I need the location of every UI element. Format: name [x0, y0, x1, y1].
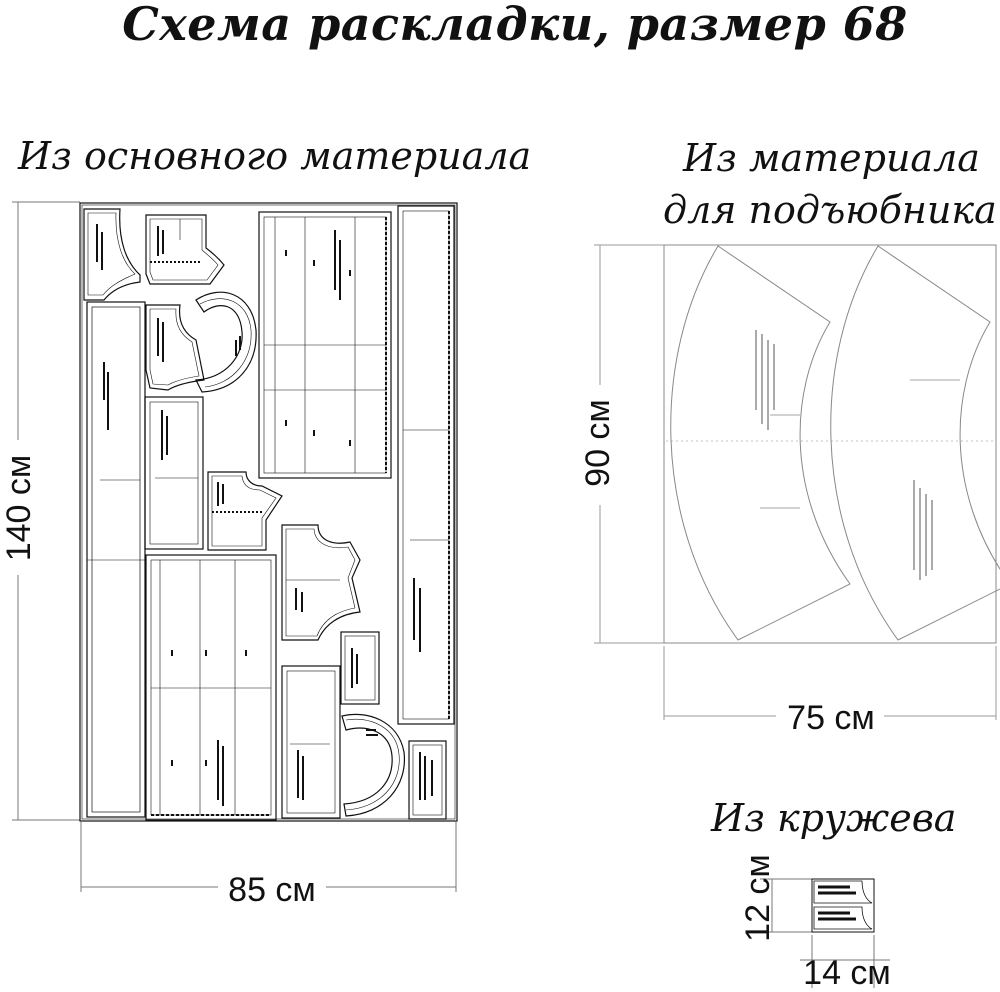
- lace-dimension-lines: [760, 878, 890, 988]
- lace-outline: [811, 878, 875, 933]
- pattern-piece-bodice-lace-middle: [207, 471, 283, 551]
- pattern-piece-skirt-panel-top: [258, 211, 392, 479]
- pattern-piece-bodice-front-large: [281, 524, 361, 641]
- pattern-piece-lace-lower: [813, 906, 873, 930]
- pattern-piece-small-rect-bottom-right: [408, 740, 447, 820]
- main-fabric-height-label: 140 см: [0, 454, 38, 562]
- lace-label: Из кружева: [711, 796, 957, 840]
- petticoat-fabric-label-line1: Из материала: [683, 136, 980, 180]
- pattern-piece-petticoat-left: [670, 245, 851, 641]
- pattern-piece-right-strip: [397, 205, 455, 725]
- pattern-piece-rect-bottom-middle: [281, 665, 341, 819]
- pattern-piece-lace-upper: [813, 880, 873, 904]
- main-fabric-label: Из основного материала: [18, 134, 532, 178]
- main-fabric-width-label: 85 см: [228, 871, 316, 909]
- pattern-piece-bodice-front-small: [83, 208, 141, 301]
- pattern-piece-sleeve: [145, 304, 205, 391]
- main-fabric-layout: [79, 202, 458, 822]
- petticoat-fabric-label-line2: для подъюбника: [663, 188, 997, 232]
- pattern-piece-left-strip: [86, 301, 146, 818]
- pattern-piece-small-rect-cuff: [340, 631, 380, 705]
- pattern-piece-collar-upper: [195, 291, 257, 393]
- lace-width-label: 14 см: [803, 954, 891, 992]
- page-title: Схема раскладки, размер 68: [122, 0, 908, 51]
- pattern-piece-collar-lower: [341, 713, 406, 817]
- lace-layout: [811, 878, 875, 933]
- main-fabric-dimension-lines: [12, 201, 457, 892]
- pattern-piece-rect-mid-left: [144, 396, 204, 550]
- pattern-piece-skirt-panel-bottom: [145, 554, 277, 821]
- main-fabric-outline: [79, 202, 458, 822]
- petticoat-fabric-outline: [663, 244, 997, 644]
- petticoat-width-label: 75 см: [787, 699, 875, 737]
- petticoat-fabric-layout: [663, 244, 1000, 644]
- pattern-piece-bodice-lace: [145, 214, 225, 285]
- petticoat-height-label: 90 см: [579, 399, 617, 487]
- petticoat-dimension-lines: [594, 244, 997, 720]
- pattern-piece-petticoat-right: [830, 245, 1000, 641]
- lace-height-label: 12 см: [739, 854, 777, 942]
